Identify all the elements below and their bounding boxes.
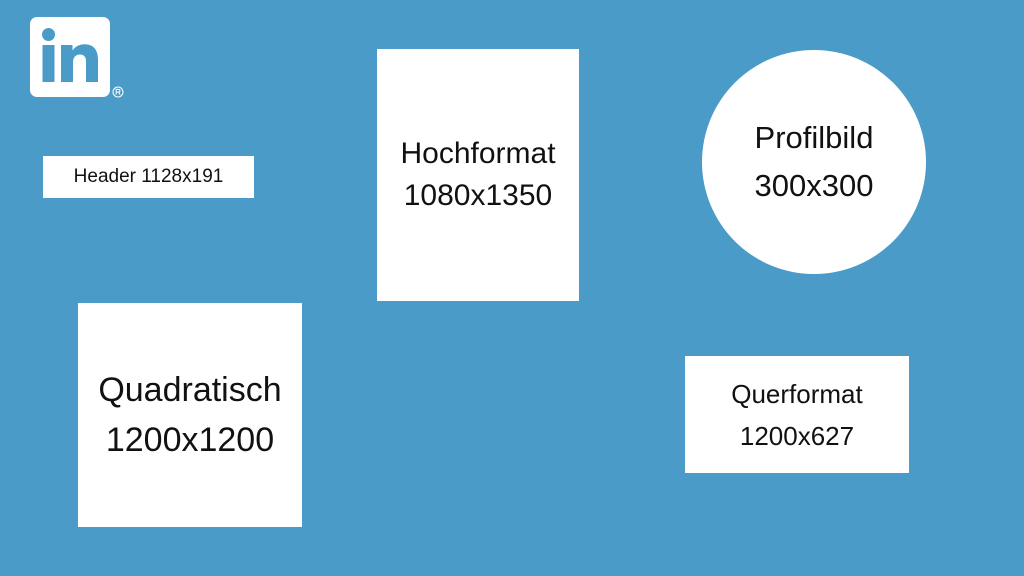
square-format-title: Quadratisch <box>98 371 282 409</box>
linkedin-logo-icon <box>30 17 110 97</box>
portrait-format-box: Hochformat 1080x1350 <box>377 49 579 301</box>
header-format-label: Header 1128x191 <box>73 166 224 187</box>
profile-picture-size: 300x300 <box>754 168 874 203</box>
portrait-format-title: Hochformat <box>400 137 556 170</box>
header-format-box: Header 1128x191 <box>43 156 254 198</box>
profile-picture-title: Profilbild <box>754 120 874 155</box>
square-format-size: 1200x1200 <box>105 421 275 459</box>
portrait-format-size: 1080x1350 <box>403 179 553 212</box>
profile-picture-circle: Profilbild 300x300 <box>702 50 926 274</box>
square-format-box: Quadratisch 1200x1200 <box>78 303 302 527</box>
landscape-format-box: Querformat 1200x627 <box>685 356 909 473</box>
landscape-format-size: 1200x627 <box>739 420 855 451</box>
landscape-format-title: Querformat <box>731 378 863 409</box>
registered-mark-icon <box>112 86 124 98</box>
